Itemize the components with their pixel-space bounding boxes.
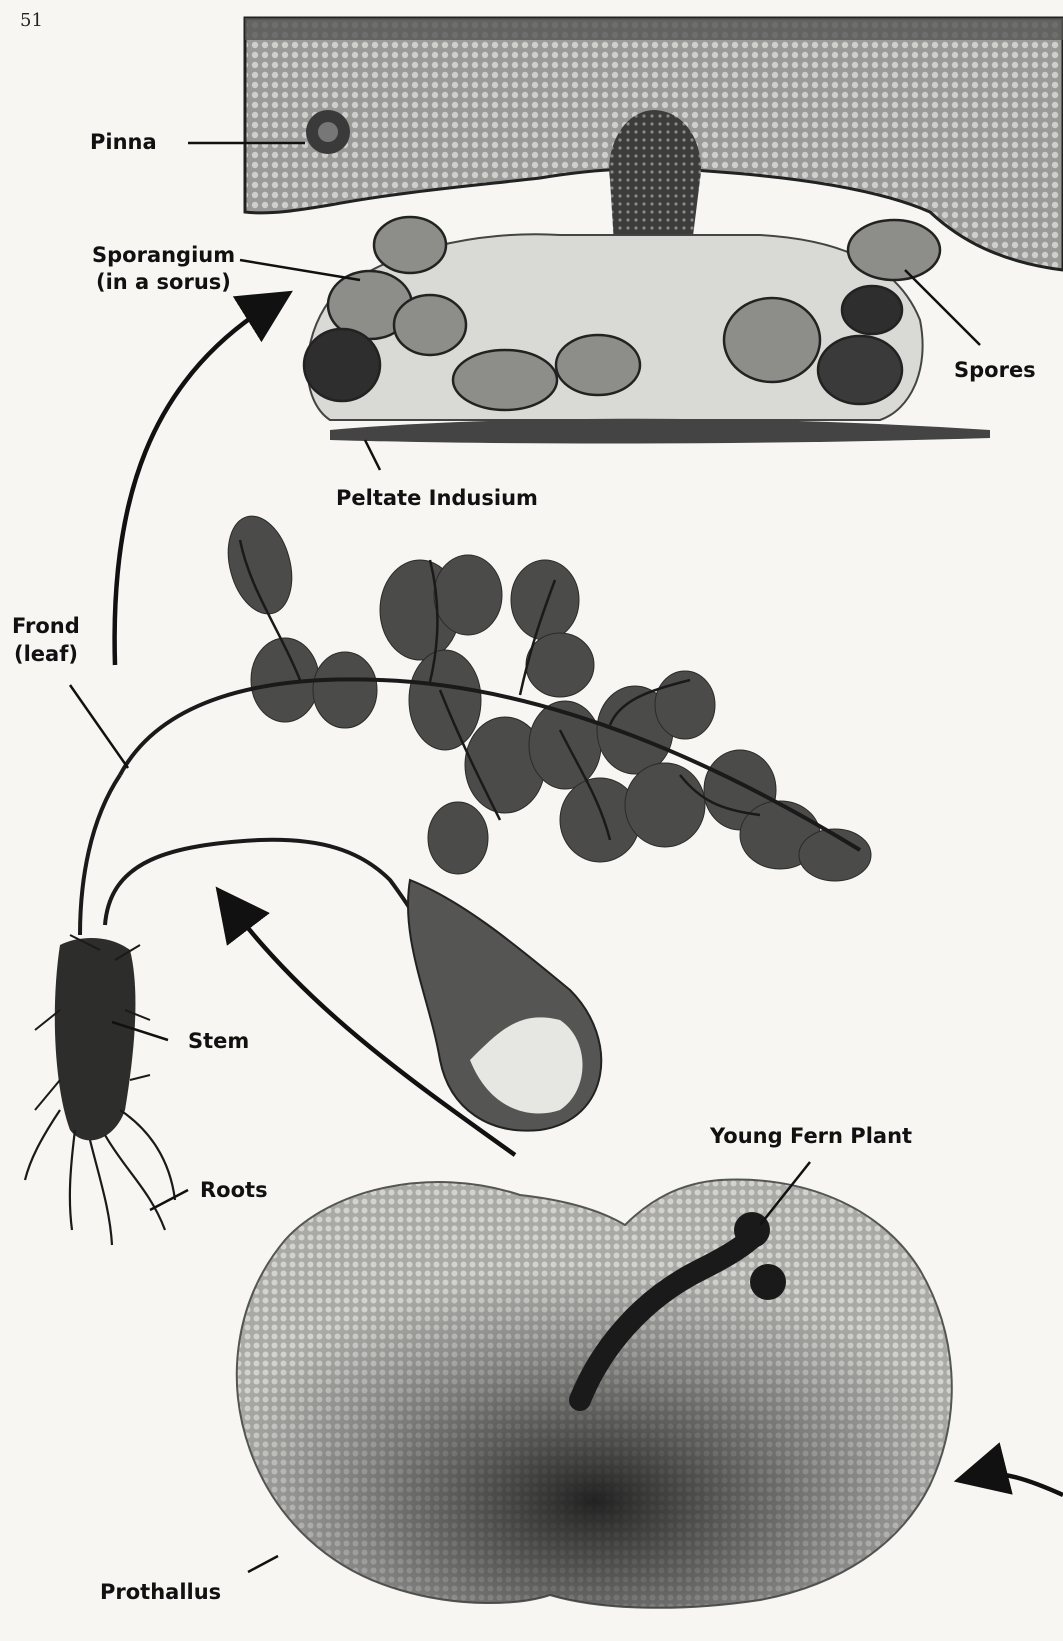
label-pinna: Pinna <box>90 130 157 155</box>
label-roots: Roots <box>200 1178 268 1203</box>
leader-roots <box>150 1190 188 1210</box>
label-peltate-indusium: Peltate Indusium <box>336 486 538 511</box>
label-frond: Frond <box>12 614 80 639</box>
leader-sporangium <box>240 260 360 280</box>
leader-prothallus <box>248 1556 278 1572</box>
label-sporangium-sub: (in a sorus) <box>96 270 231 295</box>
label-young-fern-plant: Young Fern Plant <box>710 1124 912 1149</box>
label-frond-sub: (leaf) <box>14 642 78 667</box>
arrow-frond-to-sporangium <box>115 305 270 665</box>
leader-frond <box>70 685 128 768</box>
label-spores: Spores <box>954 358 1036 383</box>
label-prothallus: Prothallus <box>100 1580 221 1605</box>
label-stem: Stem <box>188 1029 249 1054</box>
label-sporangium: Sporangium <box>92 243 235 268</box>
leader-peltate-indusium <box>365 440 380 470</box>
prothallus <box>237 1179 952 1607</box>
pinna-cross-section <box>245 18 1063 444</box>
arrow-spores-to-prothallus <box>980 1474 1063 1495</box>
